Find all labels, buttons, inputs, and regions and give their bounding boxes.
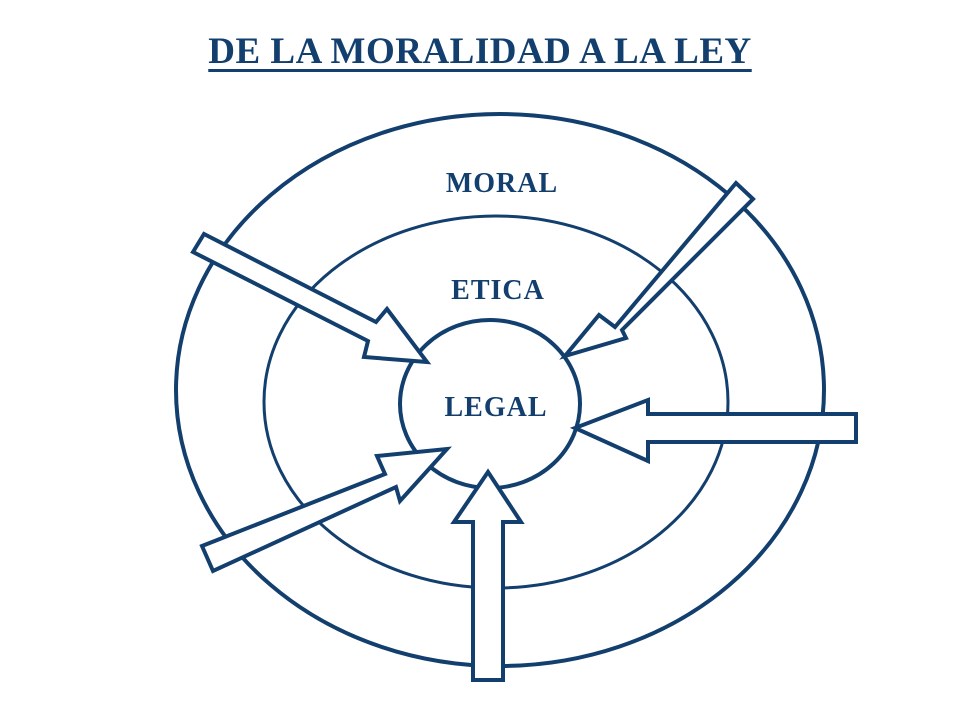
arrow-top-right xyxy=(559,180,756,360)
arrow-bottom-left xyxy=(199,446,452,574)
legal-label: LEGAL xyxy=(444,392,547,423)
arrow-top-left xyxy=(190,231,432,365)
page-title: DE LA MORALIDAD A LA LEY xyxy=(208,31,752,72)
arrow-right xyxy=(569,397,858,465)
arrow-bottom xyxy=(450,468,525,682)
moral-label: MORAL xyxy=(446,168,558,199)
etica-label: ETICA xyxy=(451,275,545,306)
